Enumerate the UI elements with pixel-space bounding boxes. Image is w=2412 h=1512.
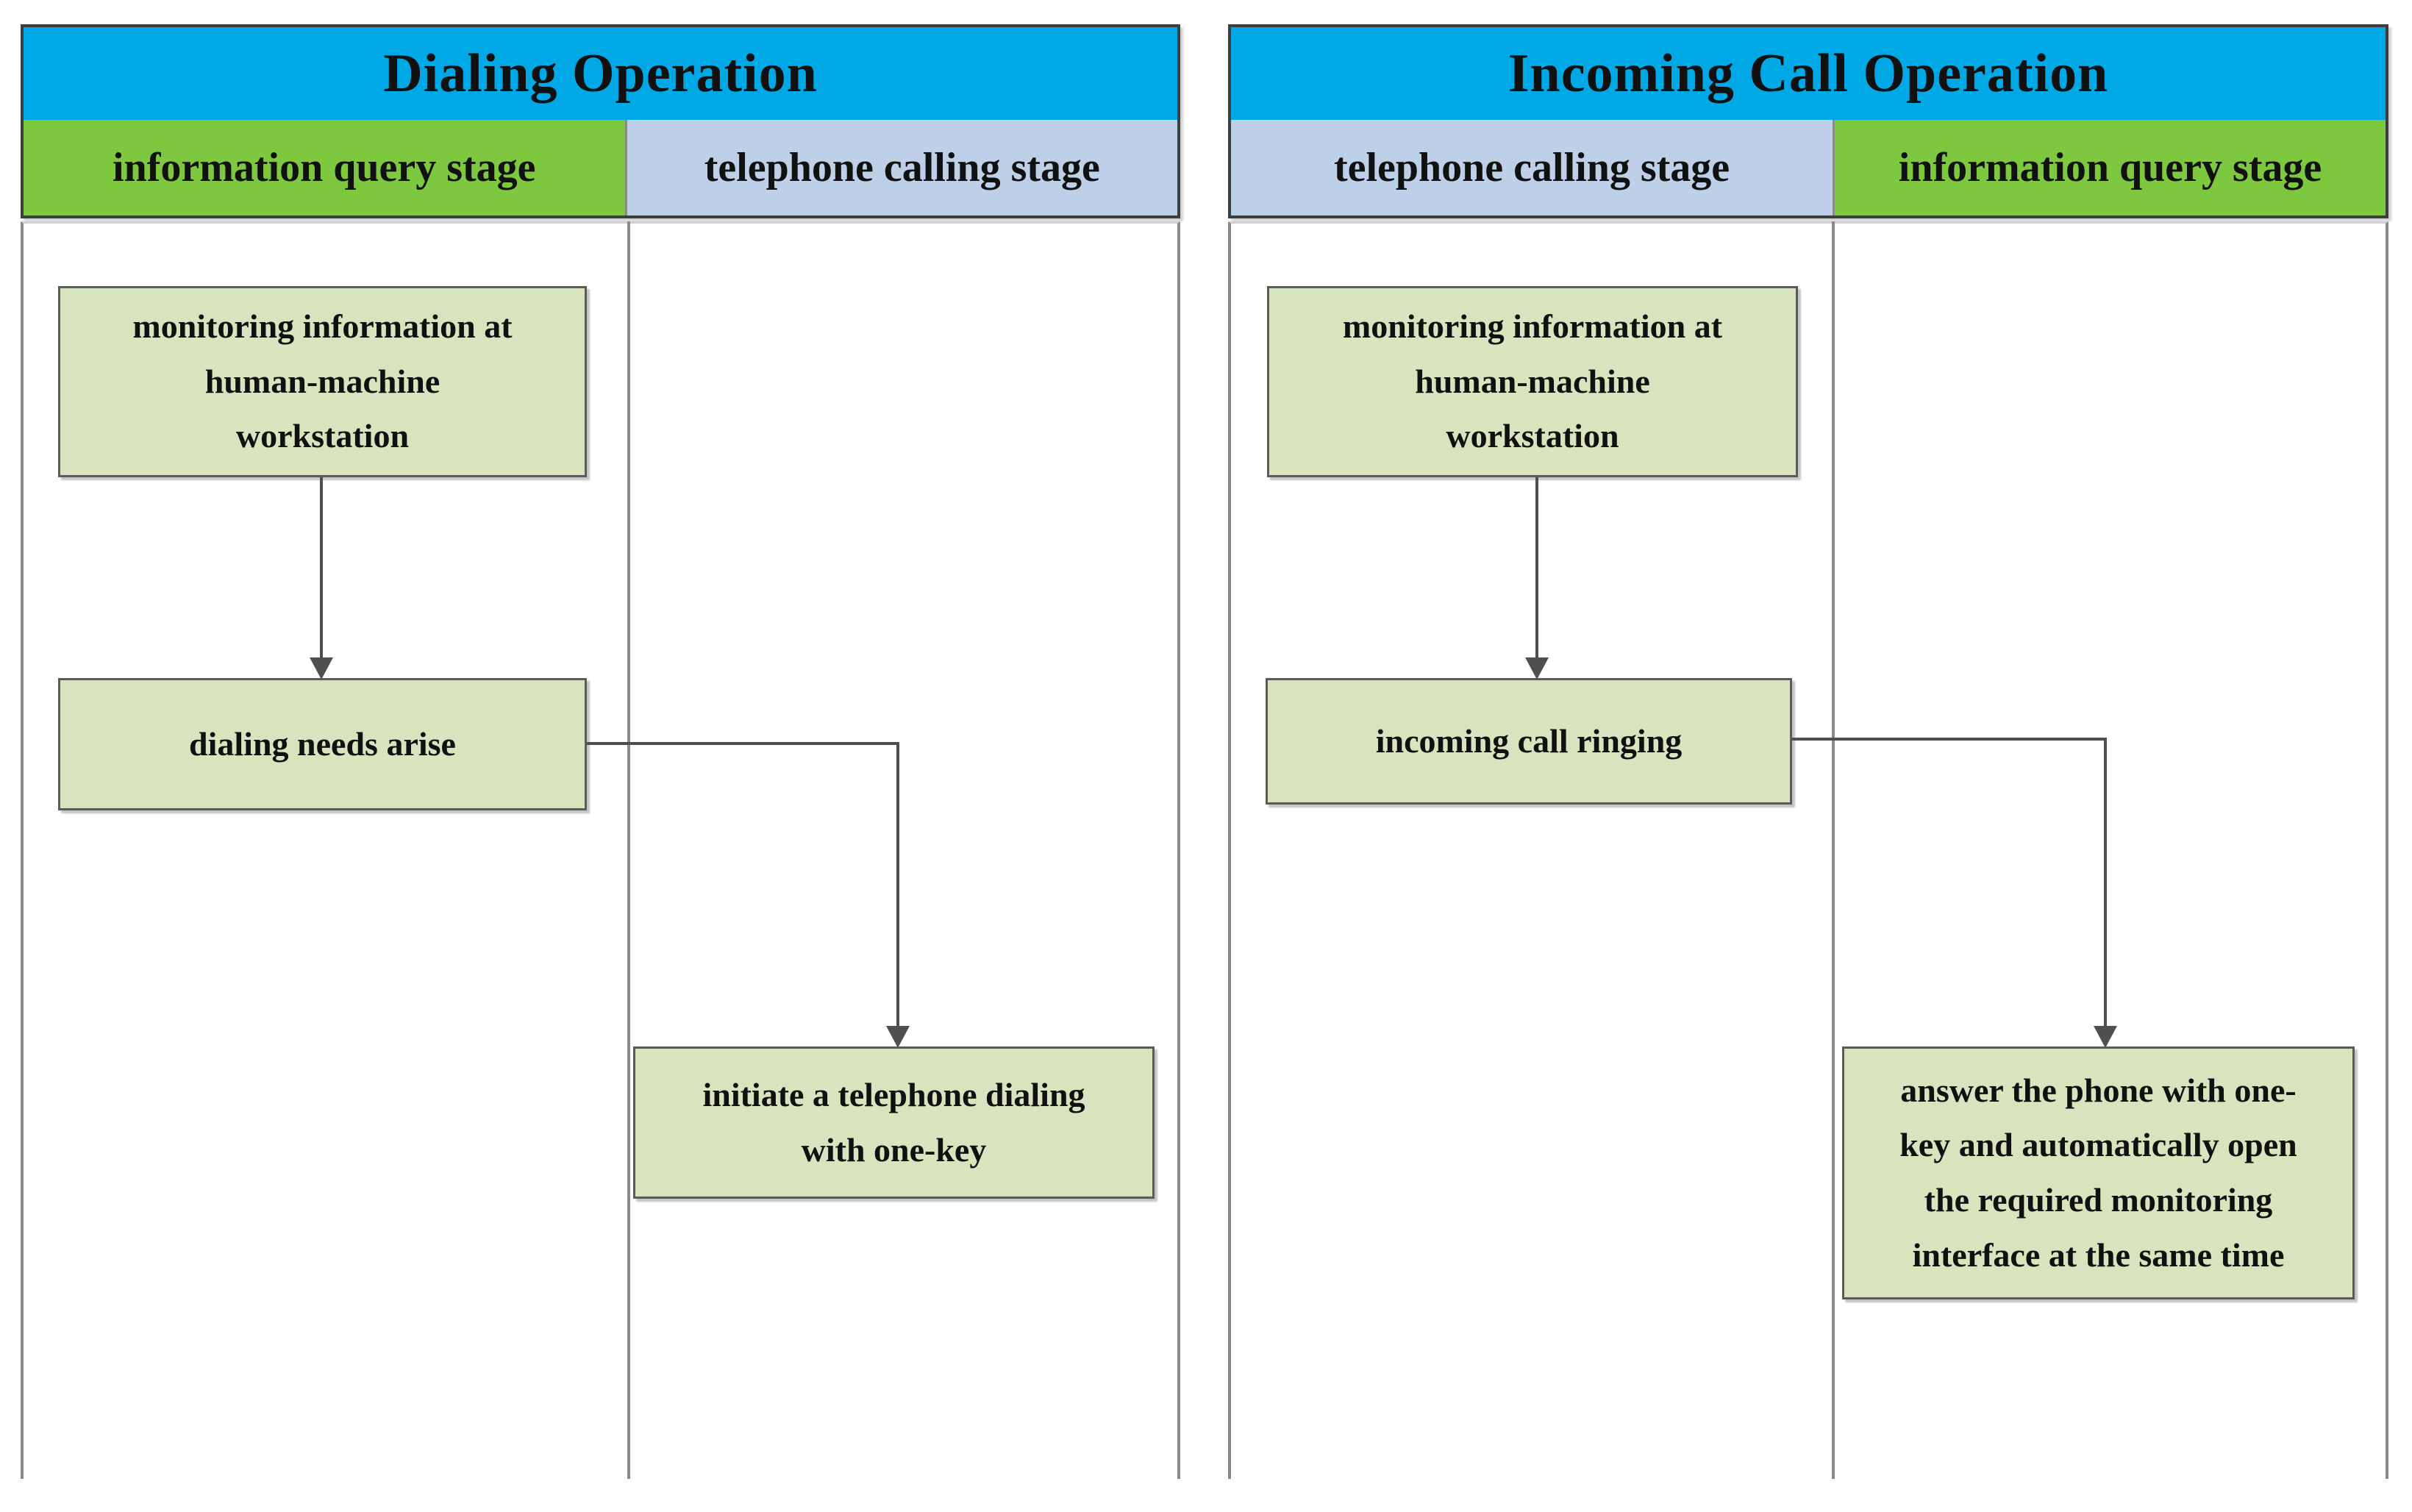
process-box-label: answer the phone with one- key and autom… [1899,1071,2297,1274]
connector-incoming-horizontal [1792,738,2107,741]
process-box-label: dialing needs arise [189,724,456,763]
process-box-label: monitoring information at human-machine … [1342,307,1723,455]
process-box-monitoring-information-incoming: monitoring information at human-machine … [1267,286,1798,477]
column-header-telephone-calling-stage: telephone calling stage [627,120,1177,215]
panel-dialing-column-headers: information query stage telephone callin… [24,120,1177,215]
panel-incoming-column-headers: telephone calling stage information quer… [1231,120,2386,215]
arrowhead-down-icon [310,657,333,680]
panel-dialing-header: Dialing Operation information query stag… [21,24,1180,218]
column-header-information-query-stage: information query stage [1835,120,2386,215]
connector-dialing-vertical [896,742,899,1029]
arrow-line-monitoring-to-dialing [320,477,323,663]
arrow-line-monitoring-to-ringing [1535,477,1538,663]
arrowhead-down-icon [2094,1026,2117,1048]
connector-dialing-horizontal [587,742,899,745]
process-box-monitoring-information-dialing: monitoring information at human-machine … [58,286,587,477]
process-box-label: incoming call ringing [1375,721,1683,760]
process-box-label: monitoring information at human-machine … [132,307,513,455]
arrowhead-down-icon [1525,657,1549,680]
process-box-dialing-needs-arise: dialing needs arise [58,678,587,810]
panel-incoming-lane-divider [1832,221,1835,1479]
column-header-telephone-calling-stage: telephone calling stage [1231,120,1835,215]
connector-incoming-vertical [2104,738,2107,1029]
panel-incoming-title: Incoming Call Operation [1231,27,2386,120]
panel-incoming-header: Incoming Call Operation telephone callin… [1228,24,2388,218]
panel-dialing-lane-divider [627,221,630,1479]
process-box-label: initiate a telephone dialing with one-ke… [702,1075,1085,1169]
arrowhead-down-icon [886,1026,910,1048]
process-box-initiate-telephone-dialing: initiate a telephone dialing with one-ke… [633,1046,1155,1199]
panel-dialing-title: Dialing Operation [24,27,1177,120]
column-header-information-query-stage: information query stage [24,120,627,215]
process-box-answer-phone-one-key: answer the phone with one- key and autom… [1842,1046,2355,1299]
process-box-incoming-call-ringing: incoming call ringing [1266,678,1792,805]
